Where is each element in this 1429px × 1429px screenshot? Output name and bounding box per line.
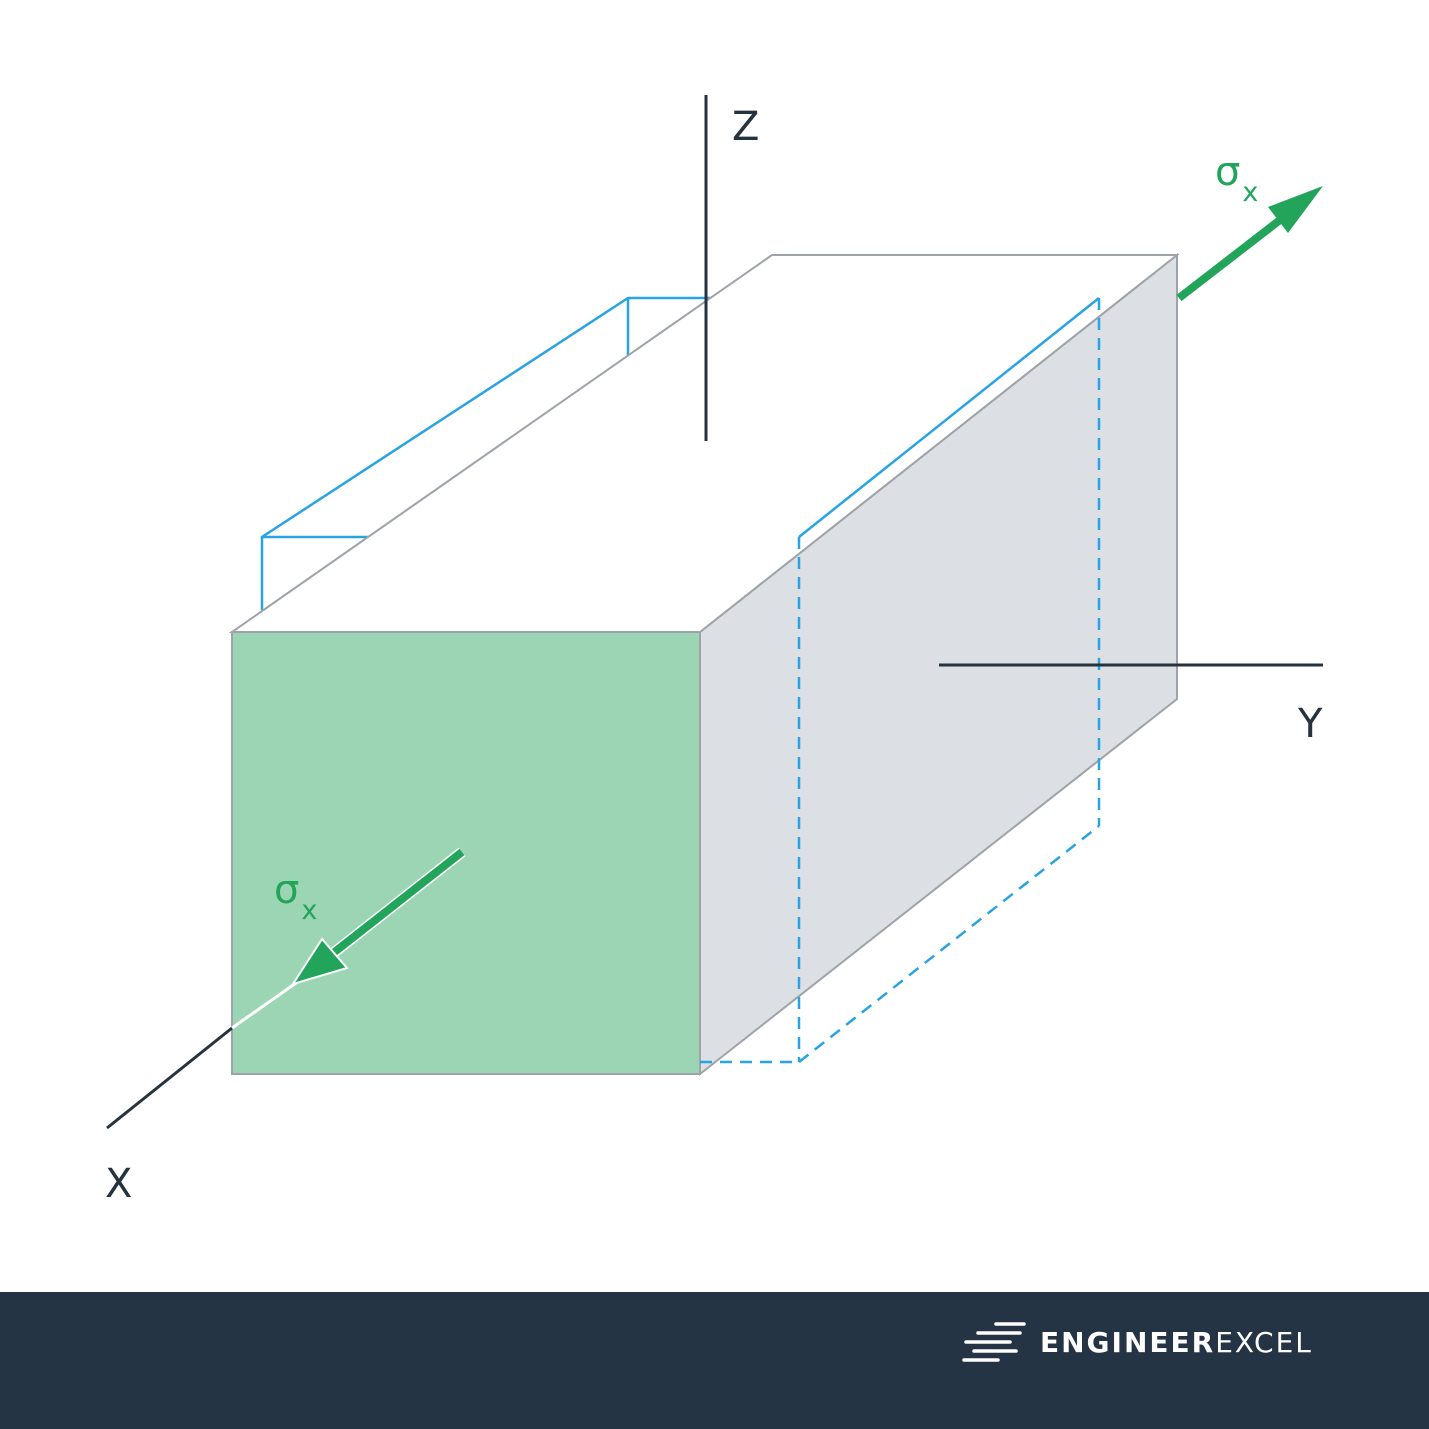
x-axis-label: X: [105, 1161, 132, 1207]
deformed-outline-dashed: [700, 298, 1101, 1064]
block-front-face: [231, 631, 701, 1075]
stress-arrow-front: [315, 848, 465, 969]
brand-name: ENGINEEREXCEL: [1040, 1326, 1313, 1359]
stress-subscript-front: x: [301, 895, 317, 926]
brand-logo[interactable]: ENGINEEREXCEL: [962, 1318, 1313, 1366]
stress-symbol-back: σ: [1215, 149, 1240, 195]
stress-arrowhead-back: [1268, 186, 1323, 233]
speed-lines-icon: [962, 1322, 1026, 1362]
stress-arrow-back: [1176, 216, 1283, 302]
deformed-outline-top-edge: [798, 297, 1100, 538]
stress-label-back: σx: [1215, 149, 1258, 208]
brand-name-strong: ENGINEER: [1040, 1325, 1216, 1359]
stress-label-front: σx: [274, 867, 317, 926]
z-axis-label: Z: [732, 104, 759, 150]
stress-arrowhead-front: [290, 937, 349, 986]
x-axis: [106, 1026, 233, 1130]
footer-bar: [0, 1292, 1429, 1429]
stress-subscript-back: x: [1242, 177, 1258, 208]
x-axis-inner: [231, 981, 297, 1030]
y-axis-label: Y: [1297, 701, 1323, 747]
stress-symbol-front: σ: [274, 867, 299, 913]
stress-element-diagram: Z Y X σx σx: [105, 95, 1323, 1207]
brand-name-light: EXCEL: [1215, 1325, 1313, 1359]
